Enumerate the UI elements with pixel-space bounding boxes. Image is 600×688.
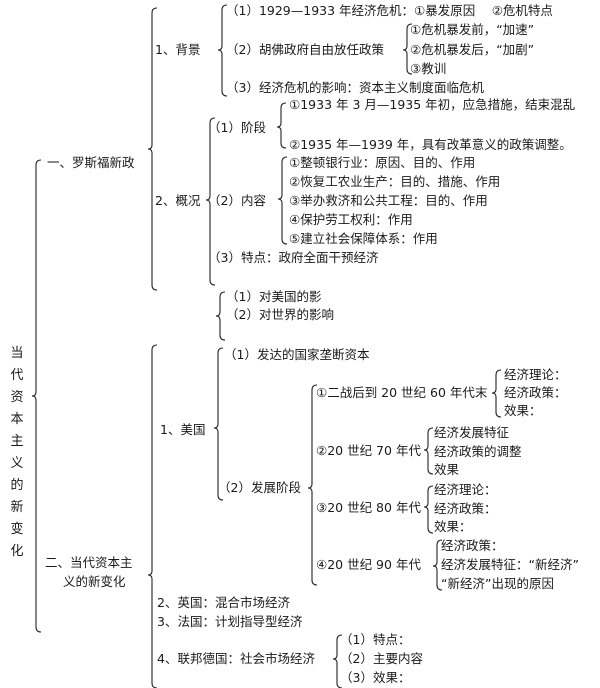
section-1-title: 一、罗斯福新政 (47, 155, 135, 170)
section-2-title-line1: 二、当代资本主 (45, 555, 133, 570)
period-item: 效果： (504, 403, 542, 418)
brace (213, 347, 224, 501)
brace (432, 539, 443, 591)
background-sub-item: ③教训 (410, 61, 447, 76)
period-label: ①二战后到 20 世纪 60 年代末 (316, 385, 488, 400)
period-label: ③20 世纪 80 年代 (316, 500, 421, 515)
usa-item-1: （1）发达的国家垄断资本 (224, 347, 370, 362)
period-item: 经济政策： (504, 385, 567, 400)
brace (423, 485, 434, 534)
brace (215, 291, 226, 341)
period-item: 效果： (434, 519, 472, 534)
stage-item: ①1933 年 3 月—1935 年初，应急措施，结束混乱 (289, 97, 576, 112)
brace (332, 634, 343, 688)
impact-item: （1）对美国的影 (226, 289, 322, 304)
period-item: 经济发展特征 (434, 425, 510, 440)
germany-label: 4、联邦德国：社会市场经济 (157, 651, 315, 666)
stage-item: ②1935 年—1939 年，具有改革意义的政策调整。 (289, 137, 572, 152)
brace (31, 159, 42, 633)
period-item: 效果 (434, 462, 460, 477)
background-label: 1、背景 (155, 42, 201, 57)
period-item: “新经济”出现的原因 (441, 576, 554, 591)
usa-item-2: （2）发展阶段 (218, 480, 301, 495)
impact-item: （2）对世界的影响 (226, 307, 334, 322)
germany-item: （2）主要内容 (340, 651, 423, 666)
overview-label: 2、概况 (155, 193, 201, 208)
background-item-3: （3）经济危机的影响：资本主义制度面临危机 (226, 80, 484, 95)
germany-item: （1）特点： (340, 632, 411, 647)
period-item: 经济理论： (434, 482, 497, 497)
brace (147, 7, 158, 291)
brace (205, 117, 216, 286)
background-sub-item: ①危机暴发前，“加速” (410, 22, 535, 37)
usa-label: 1、美国 (160, 422, 206, 437)
germany-item: （3）效果： (340, 670, 411, 685)
content-label: （2）内容 (208, 193, 266, 208)
brace (402, 23, 413, 75)
brace (423, 427, 434, 475)
root-title: 当代资本主义的新变化 (10, 346, 24, 559)
background-item-1: （1）1929—1933 年经济危机：①暴发原因 ②危机特点 (226, 3, 553, 18)
brace (277, 156, 288, 245)
feature-item: （3）特点：政府全面干预经济 (208, 250, 379, 265)
content-item: ④保护劳工权利：作用 (289, 212, 413, 227)
background-sub-item: ②危机暴发后，“加剧” (410, 42, 535, 57)
period-item: 经济政策： (434, 501, 497, 516)
period-label: ②20 世纪 70 年代 (316, 443, 421, 458)
brace (307, 384, 318, 586)
content-item: ⑤建立社会保障体系：作用 (289, 231, 438, 246)
brace (147, 344, 158, 688)
period-item: 经济政策的调整 (434, 444, 522, 459)
content-item: ②恢复工农业生产：目的、措施、作用 (289, 174, 501, 189)
period-item: 经济理论： (504, 367, 567, 382)
france-item: 3、法国：计划指导型经济 (157, 614, 303, 629)
content-item: ③举办救济和公共工程：目的、作用 (289, 193, 488, 208)
brace (276, 102, 287, 149)
uk-item: 2、英国：混合市场经济 (157, 595, 290, 610)
section-2-title-line2: 义的新变化 (63, 574, 126, 589)
brace (491, 369, 502, 418)
background-item-2: （2）胡佛政府自由放任政策 (226, 42, 384, 57)
brace (217, 4, 228, 97)
period-label: ④20 世纪 90 年代 (316, 557, 421, 572)
period-item: 经济发展特征：“新经济” (441, 557, 579, 572)
content-item: ①整顿银行业：原因、目的、作用 (289, 155, 476, 170)
period-item: 经济政策： (441, 538, 504, 553)
stage-label: （1）阶段 (208, 120, 266, 135)
